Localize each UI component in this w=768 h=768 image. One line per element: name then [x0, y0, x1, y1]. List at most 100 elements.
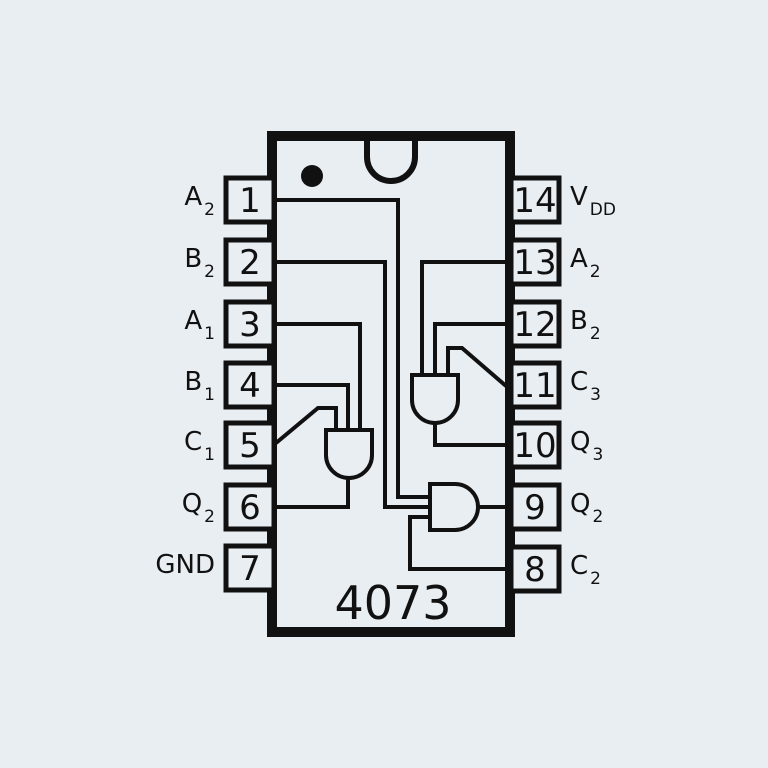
pin-box: [508, 544, 562, 594]
chip-part-number: 4073: [334, 576, 451, 630]
pin-box: [223, 360, 277, 410]
pin-number: 7: [239, 549, 261, 589]
wire-pin4: [276, 383, 350, 430]
wire-pin6: [276, 478, 350, 509]
pin-label-subscript: 1: [204, 324, 215, 344]
pin-label-subscript: 2: [204, 262, 215, 282]
pin-label-main: V: [570, 182, 588, 212]
internal-wiring: [274, 198, 508, 571]
pin-label-subscript: 2: [590, 262, 601, 282]
pin-number: 8: [524, 550, 546, 590]
pin-number: 11: [513, 366, 556, 406]
pin-label-subscript: 3: [592, 445, 603, 465]
and-gate-3: [428, 482, 480, 532]
pin-label-subscript: 2: [204, 507, 215, 527]
pin-number: 5: [239, 426, 261, 466]
pin-box: [223, 543, 277, 593]
pin-label-subscript: DD: [590, 200, 616, 220]
pin-label-main: A: [184, 182, 202, 212]
and-gate-2: [410, 373, 460, 425]
wire-pin1: [276, 198, 430, 499]
pin-number: 1: [239, 181, 261, 221]
wire-pin3: [276, 322, 362, 430]
wire-pin8: [408, 515, 506, 571]
pin-label-subscript: 1: [204, 445, 215, 465]
pin-box: [508, 299, 562, 349]
pin-label-subscript: 1: [204, 385, 215, 405]
pin-label-main: B: [570, 306, 588, 336]
pin-label-main: Q: [182, 489, 202, 519]
pin-number: 10: [513, 426, 556, 466]
wire-pin5: [274, 406, 338, 445]
pin-number: 2: [239, 243, 261, 283]
pin-box: [223, 237, 277, 287]
pin-label-subscript: 2: [590, 569, 601, 589]
pin-label-main: B: [184, 244, 202, 274]
and-gate-1: [324, 428, 374, 480]
pin-label-main: A: [184, 306, 202, 336]
pin-label-subscript: 2: [592, 507, 603, 527]
pin-box: [508, 360, 562, 410]
pin-box: [508, 175, 562, 225]
pin-label-main: C: [570, 367, 588, 397]
pin-number: 6: [239, 488, 261, 528]
pin-box: [223, 175, 277, 225]
pin-box: [508, 420, 562, 470]
pin1-indicator-dot: [301, 165, 323, 187]
pin-number: 4: [239, 366, 261, 406]
pin-label-subscript: 2: [590, 324, 601, 344]
pin-label-main: A: [570, 244, 588, 274]
pin-label-main: C: [184, 427, 202, 457]
pin-label-main: C: [570, 551, 588, 581]
pin-box: [223, 299, 277, 349]
wire-pin11: [446, 346, 508, 388]
pin-label-main: B: [184, 367, 202, 397]
wire-pin12: [433, 322, 506, 375]
pin-label-main: Q: [570, 489, 590, 519]
chip-notch: [364, 141, 418, 184]
wire-pin2: [276, 260, 430, 509]
pin-box: [508, 482, 562, 532]
wire-pin13: [420, 260, 506, 375]
pin-7: 7 GND: [155, 543, 277, 593]
pin-label-main: GND: [155, 550, 215, 580]
pin-number: 12: [513, 305, 556, 345]
pin-label-main: Q: [570, 427, 590, 457]
pin-label: GND: [155, 550, 215, 580]
wire-pin10: [433, 423, 506, 447]
pin-box: [223, 420, 277, 470]
pin-box: [223, 482, 277, 532]
pin-number: 13: [513, 243, 556, 283]
pin-label-subscript: 3: [590, 385, 601, 405]
pin-box: [508, 237, 562, 287]
pin-number: 3: [239, 305, 261, 345]
pin-number: 14: [513, 181, 556, 221]
